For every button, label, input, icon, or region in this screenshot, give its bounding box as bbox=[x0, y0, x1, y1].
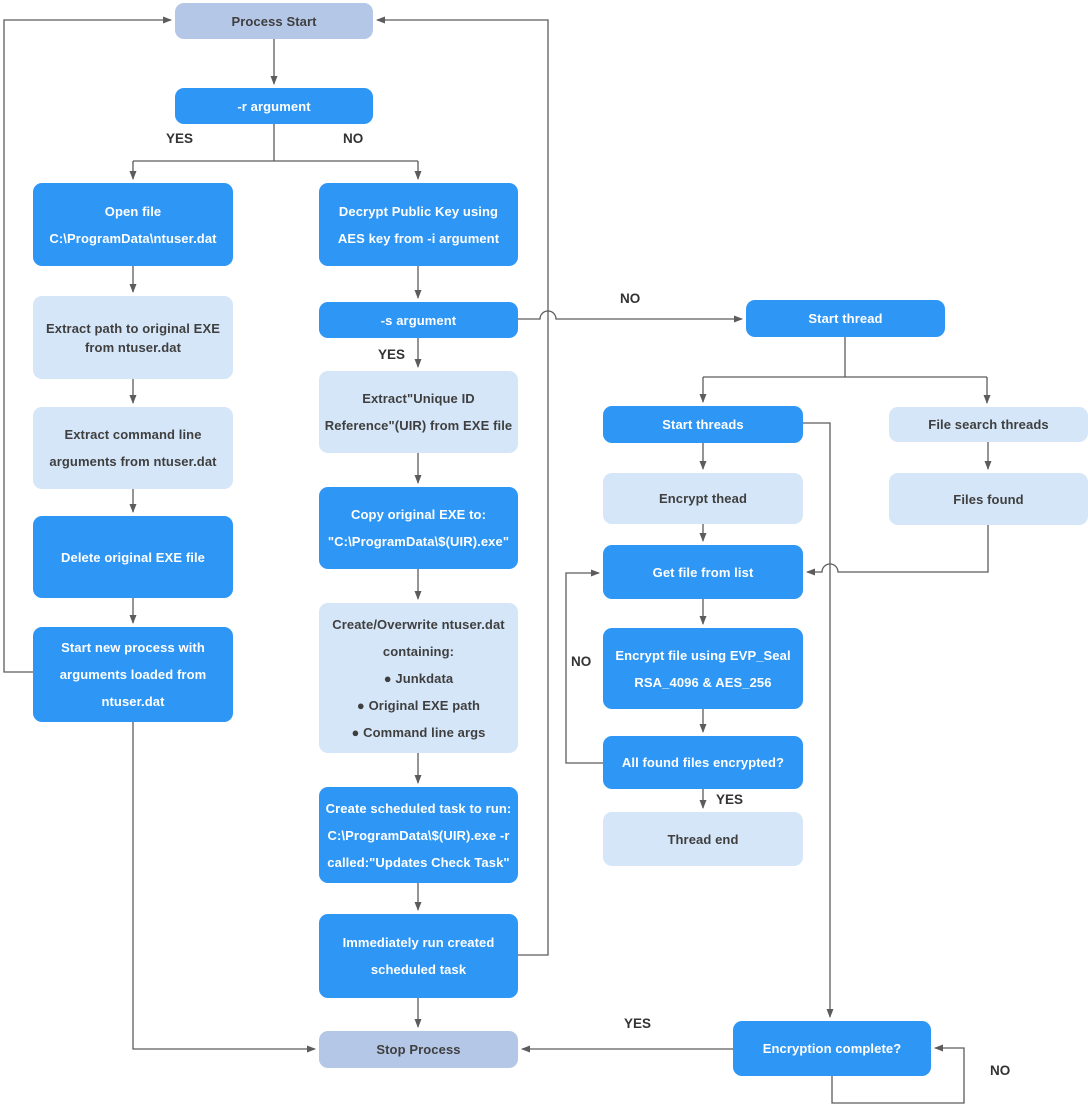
flow-node-process-start: Process Start bbox=[175, 3, 373, 39]
node-text: Start new process with bbox=[61, 640, 205, 655]
node-text: Stop Process bbox=[376, 1042, 461, 1057]
edge-label-encryption-complete-no: NO bbox=[990, 1063, 1011, 1078]
node-text: Encrypt file using EVP_Seal bbox=[615, 647, 791, 663]
node-text: ● Junkdata bbox=[383, 670, 454, 686]
flow-node-extract-cmdline: Extract command line arguments from ntus… bbox=[33, 407, 233, 489]
node-text: Encryption complete? bbox=[762, 1041, 902, 1056]
node-text: AES key from -i argument bbox=[337, 230, 500, 246]
flow-node-file-search-threads: File search threads bbox=[889, 407, 1088, 442]
node-text: All found files encrypted? bbox=[621, 755, 785, 770]
node-text: Open file bbox=[104, 203, 162, 219]
node-text: Create/Overwrite ntuser.dat bbox=[332, 616, 505, 632]
node-text: C:\ProgramData\$(UIR).exe -r bbox=[327, 827, 510, 843]
node-text: Copy original EXE to: bbox=[351, 507, 486, 522]
node-text: arguments from ntuser.dat bbox=[49, 454, 217, 469]
edge-r-split bbox=[133, 124, 418, 162]
edge-encryptioncomplete-no-loop bbox=[831, 1044, 965, 1104]
flow-node-create-ntuser: Create/Overwrite ntuser.dat containing: … bbox=[319, 603, 518, 753]
node-text: Decrypt Public Key using bbox=[338, 203, 499, 219]
node-text: Thread end bbox=[667, 831, 739, 847]
node-text: Files found bbox=[953, 491, 1024, 507]
node-text: RSA_4096 & AES_256 bbox=[634, 674, 772, 690]
node-text: -s argument bbox=[380, 312, 457, 328]
node-text: Extract path to original EXE bbox=[46, 320, 220, 336]
node-text: Extract command line bbox=[64, 427, 202, 442]
flow-node-decrypt-key: Decrypt Public Key using AES key from -i… bbox=[319, 183, 518, 266]
flow-node-encryption-complete: Encryption complete? bbox=[733, 1021, 931, 1076]
edge-label-r-yes: YES bbox=[166, 131, 194, 146]
flow-node-start-threads: Start threads bbox=[603, 406, 803, 443]
flow-node-extract-path: Extract path to original EXE from ntuser… bbox=[33, 296, 233, 379]
edge-startthreads-encryptioncomplete bbox=[803, 422, 834, 1018]
edge-startthread-split bbox=[703, 337, 987, 378]
edge-startnew-processstart-loop bbox=[3, 16, 172, 673]
node-text: Start thread bbox=[808, 311, 883, 326]
flow-node-stop-process: Stop Process bbox=[319, 1031, 518, 1068]
flow-node-thread-end: Thread end bbox=[603, 812, 803, 866]
flow-node-s-argument: -s argument bbox=[319, 302, 518, 338]
flow-node-r-argument: -r argument bbox=[175, 88, 373, 124]
node-text: Encrypt thead bbox=[659, 491, 747, 506]
node-text: Immediately run created bbox=[342, 935, 495, 950]
edge-label-all-encrypted-yes: YES bbox=[716, 792, 744, 807]
node-text: Delete original EXE file bbox=[61, 549, 205, 565]
node-text: Start threads bbox=[662, 417, 744, 432]
node-text: Create scheduled task to run: bbox=[325, 800, 512, 816]
node-text: Reference"(UIR) from EXE file bbox=[324, 418, 513, 433]
node-text: Process Start bbox=[231, 13, 317, 29]
flow-node-get-file: Get file from list bbox=[603, 545, 803, 599]
node-text: "C:\ProgramData\$(UIR).exe" bbox=[327, 534, 510, 549]
flow-node-run-task: Immediately run created scheduled task bbox=[319, 914, 518, 998]
edge-allencrypted-no-loop bbox=[565, 569, 603, 764]
flow-node-delete-exe: Delete original EXE file bbox=[33, 516, 233, 598]
flow-node-create-task: Create scheduled task to run: C:\Program… bbox=[319, 787, 518, 883]
node-text: Get file from list bbox=[652, 564, 754, 580]
node-text: containing: bbox=[382, 643, 455, 659]
edge-startnew-stop bbox=[132, 722, 316, 1053]
flow-node-open-file: Open file C:\ProgramData\ntuser.dat bbox=[33, 183, 233, 266]
node-text: ● Command line args bbox=[351, 724, 486, 740]
edge-s-no-startthread bbox=[518, 310, 743, 323]
flow-node-files-found: Files found bbox=[889, 473, 1088, 525]
node-text: File search threads bbox=[928, 417, 1049, 432]
edge-filesfound-getfile bbox=[806, 525, 989, 576]
edge-label-s-yes: YES bbox=[378, 347, 406, 362]
node-text: ntuser.dat bbox=[101, 694, 165, 709]
flow-node-copy-exe: Copy original EXE to: "C:\ProgramData\$(… bbox=[319, 487, 518, 569]
flow-node-encrypt-thread: Encrypt thead bbox=[603, 473, 803, 524]
node-text: Extract"Unique ID bbox=[362, 391, 475, 406]
node-text: ● Original EXE path bbox=[356, 697, 481, 713]
flow-node-start-new-process: Start new process with arguments loaded … bbox=[33, 627, 233, 722]
edge-runtask-processstart-loop bbox=[376, 16, 549, 956]
edge-label-encryption-complete-yes: YES bbox=[624, 1016, 652, 1031]
node-text: C:\ProgramData\ntuser.dat bbox=[49, 230, 217, 246]
node-text: called:"Updates Check Task" bbox=[327, 854, 510, 870]
flow-node-all-encrypted: All found files encrypted? bbox=[603, 736, 803, 789]
node-text: from ntuser.dat bbox=[84, 339, 182, 355]
node-text: arguments loaded from bbox=[59, 667, 207, 682]
edge-label-encrypt-loop-no: NO bbox=[571, 654, 592, 669]
edge-label-s-no: NO bbox=[620, 291, 641, 306]
flow-node-extract-uir: Extract"Unique ID Reference"(UIR) from E… bbox=[319, 371, 518, 453]
flow-node-start-thread: Start thread bbox=[746, 300, 945, 337]
node-text: -r argument bbox=[237, 98, 311, 114]
node-text: scheduled task bbox=[370, 962, 467, 977]
edge-label-r-no: NO bbox=[343, 131, 364, 146]
flow-node-encrypt-file: Encrypt file using EVP_Seal RSA_4096 & A… bbox=[603, 628, 803, 709]
